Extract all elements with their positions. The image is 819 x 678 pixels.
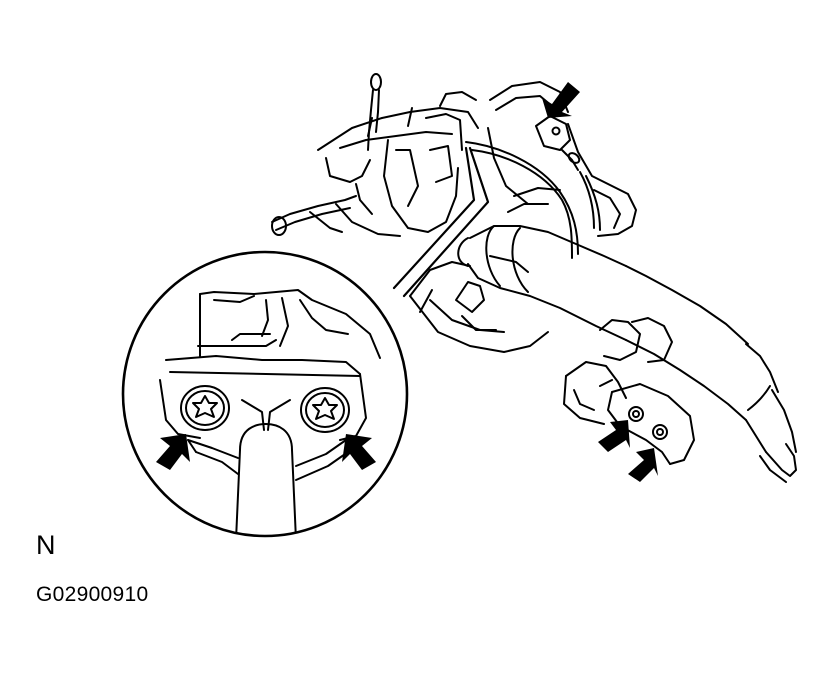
- detail-callout-leader: [392, 146, 490, 298]
- detail-view: [159, 289, 381, 536]
- steering-column-assembly: [271, 73, 797, 483]
- top-connector-arrow: [542, 82, 580, 118]
- callout-arrows: [156, 82, 658, 482]
- view-label: N: [36, 530, 56, 560]
- lower-bracket-arrow-left: [598, 420, 630, 452]
- detail-circle: [121, 250, 409, 538]
- detail-bolt-arrow-left: [156, 434, 190, 470]
- figure-code: G02900910: [36, 583, 149, 606]
- lower-bracket-arrow-right: [628, 448, 658, 482]
- detail-bolt-arrow-right: [342, 434, 376, 470]
